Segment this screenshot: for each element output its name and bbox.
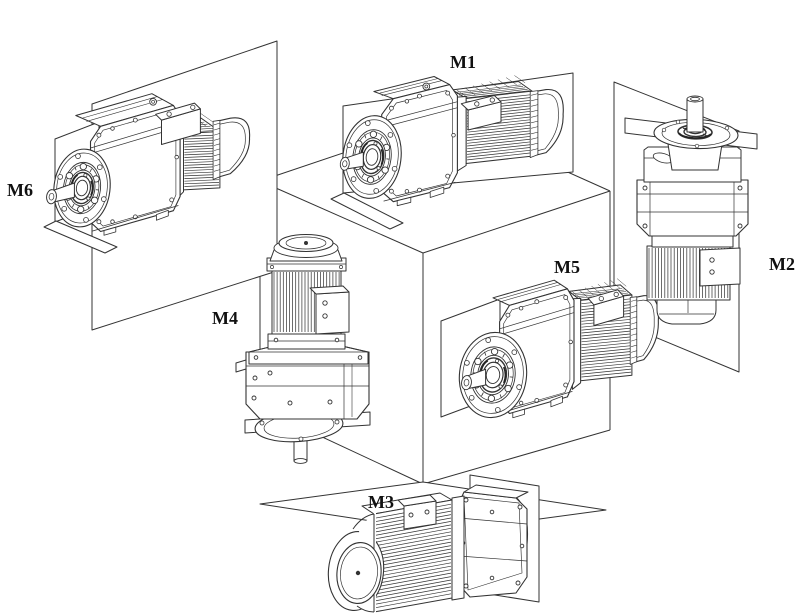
svg-text:M1: M1	[450, 52, 476, 72]
svg-text:M5: M5	[554, 257, 580, 277]
svg-text:M3: M3	[368, 492, 394, 512]
svg-text:M4: M4	[212, 308, 238, 328]
svg-text:M6: M6	[7, 180, 33, 200]
svg-text:M2: M2	[769, 254, 795, 274]
